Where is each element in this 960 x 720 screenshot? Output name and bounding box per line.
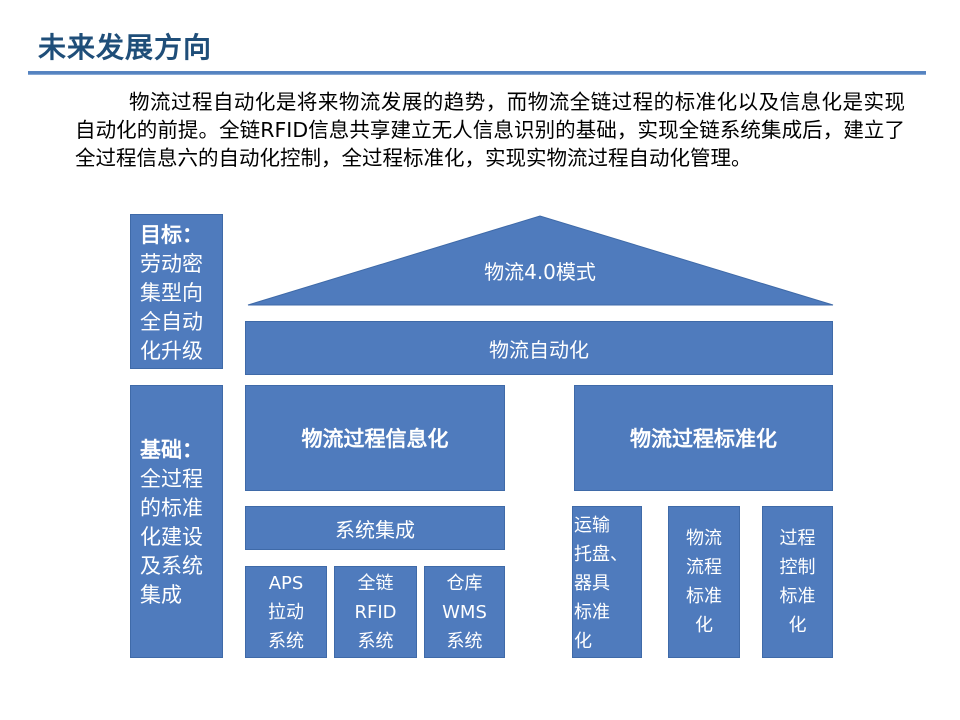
goal-panel: 目标： 劳动密 集型向 全自动 化升级 (130, 214, 223, 369)
page-title: 未来发展方向 (38, 31, 213, 64)
standardization-box: 物流过程标准化 (574, 385, 833, 491)
rfid-system-box: 全链 RFID 系统 (334, 566, 417, 658)
logistics-flow-std-box: 物流 流程 标准 化 (668, 506, 740, 658)
base-head: 基础： (140, 438, 203, 462)
goal-body: 劳动密 集型向 全自动 化升级 (140, 252, 203, 363)
transport-pallet-std-box: 运输 托盘、 器具 标准 化 (572, 506, 642, 658)
wms-system-box: 仓库 WMS 系统 (424, 566, 505, 658)
goal-head: 目标： (140, 223, 203, 247)
informatization-box: 物流过程信息化 (245, 385, 505, 491)
intro-paragraph: 物流过程自动化是将来物流发展的趋势，而物流全链过程的标准化以及信息化是实现自动化… (75, 90, 905, 170)
process-control-std-box: 过程 控制 标准 化 (762, 506, 833, 658)
base-panel: 基础： 全过程 的标准 化建设 及系统 集成 (130, 385, 223, 658)
aps-system-box: APS 拉动 系统 (245, 566, 327, 658)
automation-bar: 物流自动化 (245, 321, 833, 375)
roof-label: 物流4.0模式 (484, 259, 596, 284)
integration-box: 系统集成 (245, 506, 505, 550)
title-divider (28, 71, 926, 75)
base-body: 全过程 的标准 化建设 及系统 集成 (140, 467, 203, 607)
